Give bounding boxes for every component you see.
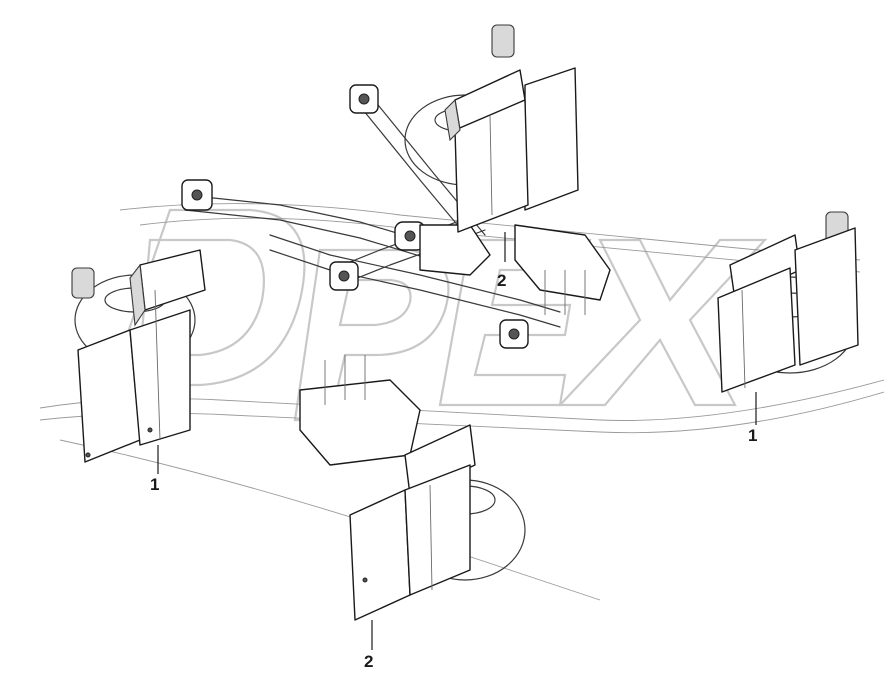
- mudguard-left: [77, 249, 206, 463]
- callout-center-bottom: 2: [364, 620, 373, 671]
- callout-right: 1: [748, 392, 757, 445]
- callout-label: 1: [748, 426, 757, 445]
- callout-center-top: 2: [497, 232, 506, 290]
- callout-label: 1: [150, 475, 159, 494]
- mudguard-center-bottom: [349, 424, 476, 621]
- mudguard-center-top: [444, 67, 579, 233]
- callout-label: 2: [497, 271, 506, 290]
- torque-rod-assembly: [181, 84, 611, 466]
- callout-label: 2: [364, 652, 373, 671]
- mudguard-right: [717, 227, 859, 393]
- callout-left: 1: [150, 445, 159, 494]
